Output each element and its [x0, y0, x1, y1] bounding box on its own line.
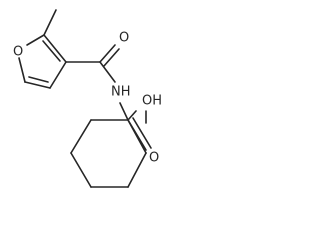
bond-furan-c5-c4-double — [28, 76, 49, 83]
bond-quaternary-acid-carbon — [127, 110, 137, 121]
atom-label-acid-hydroxyl: OH — [142, 94, 162, 109]
atom-label-amide-nitrogen: NH — [111, 85, 131, 100]
bond-furan-o-c5 — [18, 57, 26, 83]
bond-ring-6 — [127, 119, 147, 154]
bond-furan-c3-c2 — [43, 34, 67, 63]
atom-label-acid-oxygen: O — [149, 151, 159, 166]
bond-acid-c-o-double — [132, 117, 152, 149]
bond-furan-c2-o — [26, 34, 45, 46]
bond-ring-2 — [70, 119, 92, 154]
bond-carbonyl-n — [99, 61, 116, 83]
bond-n-quaternary — [119, 102, 129, 121]
atom-label-carbonyl-oxygen: O — [119, 31, 129, 46]
bond-ring-3 — [70, 152, 92, 188]
bond-furan-c4-c3 — [49, 61, 67, 89]
bond-furan-c5-c4 — [24, 81, 51, 89]
atom-label-furan-oxygen: O — [13, 45, 23, 60]
bond-carbonyl-o — [99, 44, 116, 63]
bond-furan-c3-c2-double — [42, 40, 61, 62]
bond-carbonyl-o-double — [103, 48, 120, 67]
bond-ring-5 — [127, 152, 147, 188]
chemical-structure-diagram: O O NH OH O — [13, 9, 162, 188]
bond-methyl — [43, 9, 57, 36]
